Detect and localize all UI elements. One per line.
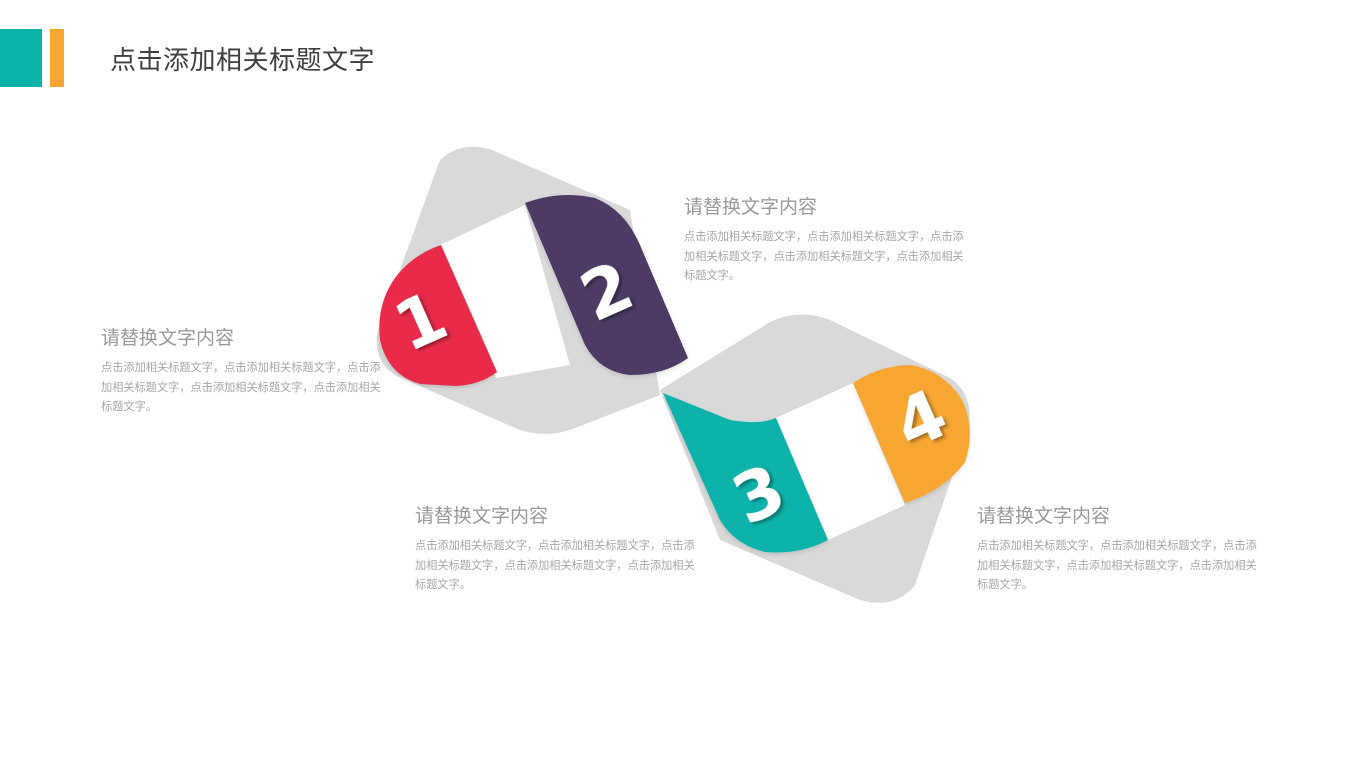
text-block-step-1: 请替换文字内容 点击添加相关标题文字，点击添加相关标题文字，点击添加相关标题文字… bbox=[101, 323, 383, 417]
text-block-body: 点击添加相关标题文字，点击添加相关标题文字，点击添加相关标题文字，点击添加相关标… bbox=[684, 230, 964, 282]
title-accent-orange-bar bbox=[50, 29, 64, 87]
text-block-step-3: 请替换文字内容 点击添加相关标题文字，点击添加相关标题文字，点击添加相关标题文字… bbox=[415, 501, 697, 595]
step-1-segment bbox=[379, 245, 497, 386]
step-4-segment bbox=[853, 365, 970, 503]
text-block-heading: 请替换文字内容 bbox=[684, 196, 818, 218]
page-title: 点击添加相关标题文字 bbox=[110, 46, 376, 76]
text-block-heading: 请替换文字内容 bbox=[977, 505, 1111, 527]
text-block-heading: 请替换文字内容 bbox=[101, 327, 235, 349]
title-accent-teal-bar bbox=[0, 29, 42, 87]
text-block-body: 点击添加相关标题文字，点击添加相关标题文字，点击添加相关标题文字，点击添加相关标… bbox=[415, 539, 695, 591]
text-block-step-4: 请替换文字内容 点击添加相关标题文字，点击添加相关标题文字，点击添加相关标题文字… bbox=[977, 501, 1259, 595]
white-band-lower bbox=[776, 383, 905, 540]
step-2-segment bbox=[525, 194, 688, 375]
text-block-step-2: 请替换文字内容 点击添加相关标题文字，点击添加相关标题文字，点击添加相关标题文字… bbox=[684, 192, 966, 286]
text-block-body: 点击添加相关标题文字，点击添加相关标题文字，点击添加相关标题文字，点击添加相关标… bbox=[977, 539, 1257, 591]
white-band-upper bbox=[440, 205, 570, 378]
step-3-segment bbox=[663, 393, 828, 553]
text-block-heading: 请替换文字内容 bbox=[415, 505, 549, 527]
text-block-body: 点击添加相关标题文字，点击添加相关标题文字，点击添加相关标题文字，点击添加相关标… bbox=[101, 361, 381, 413]
